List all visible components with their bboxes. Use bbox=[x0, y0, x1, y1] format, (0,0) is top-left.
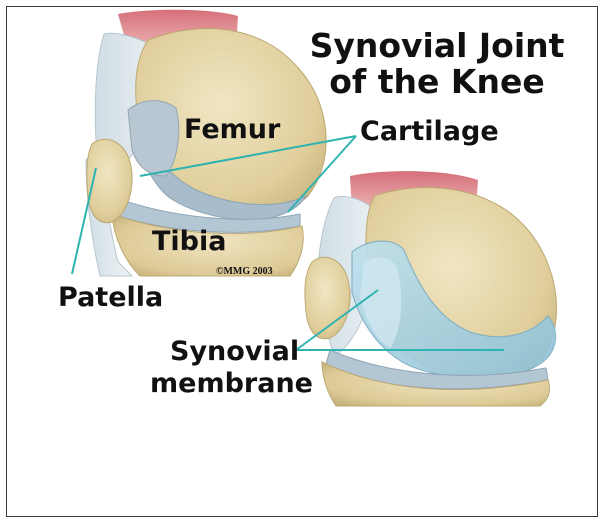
diagram-title: Synovial Joint of the Knee bbox=[292, 28, 582, 100]
label-femur: Femur bbox=[184, 116, 280, 143]
membrane-highlight bbox=[360, 257, 401, 348]
title-line-2: of the Knee bbox=[292, 64, 582, 100]
copyright-notice: ©MMG 2003 bbox=[216, 266, 273, 277]
label-patella: Patella bbox=[58, 284, 163, 311]
label-synovial-line-1: Synovial bbox=[170, 338, 299, 365]
trochlear-cartilage bbox=[128, 101, 179, 176]
lower-knee-drawing bbox=[305, 171, 557, 406]
label-cartilage: Cartilage bbox=[360, 118, 499, 145]
title-line-1: Synovial Joint bbox=[292, 28, 582, 64]
label-tibia: Tibia bbox=[152, 228, 226, 255]
label-synovial-line-2: membrane bbox=[150, 370, 313, 397]
